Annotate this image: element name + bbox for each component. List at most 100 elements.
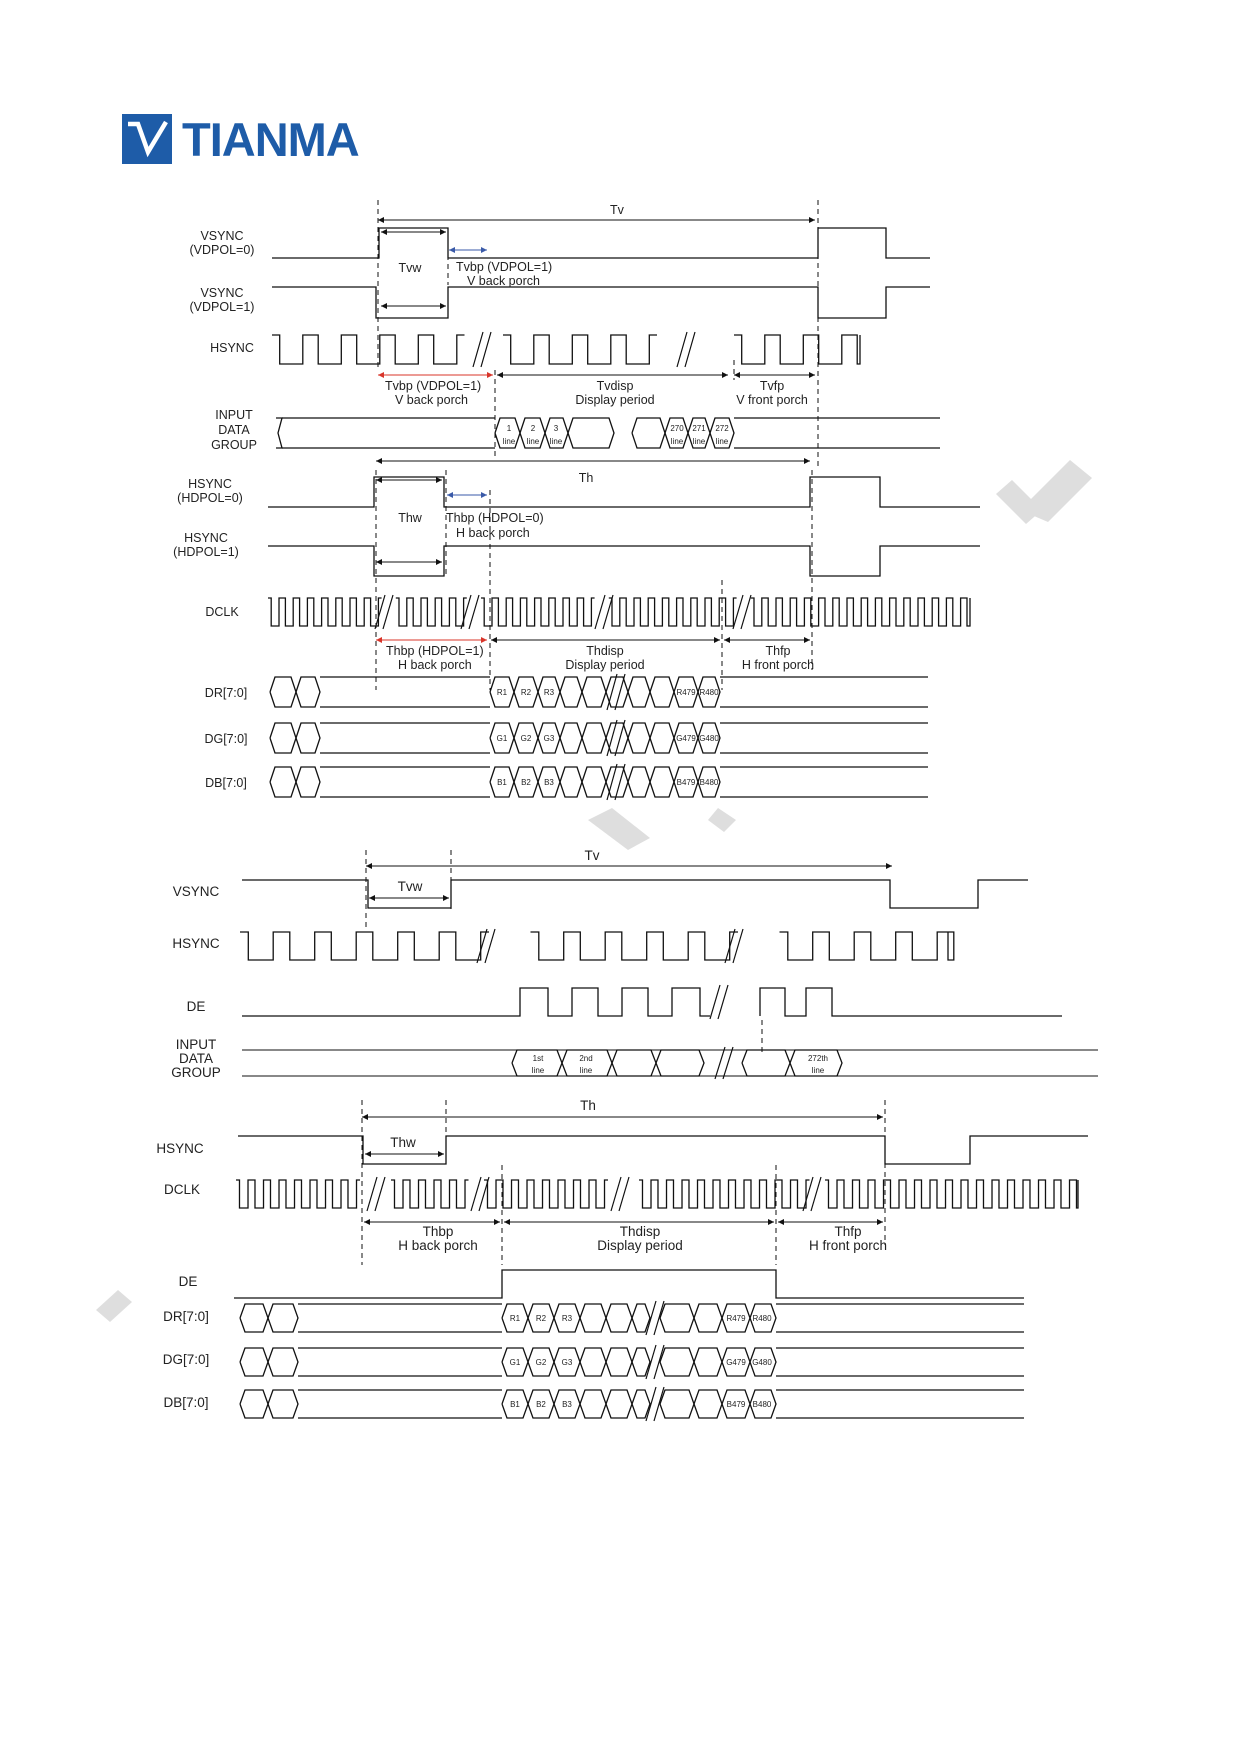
arrow-head <box>436 559 442 565</box>
arrow-head <box>809 217 815 223</box>
dclk-waveform <box>608 597 737 627</box>
signal-label-hsync-hdpol1: (HDPOL=1) <box>173 545 239 559</box>
hsync-waveform <box>503 334 657 365</box>
arrow-head <box>376 559 382 565</box>
vsync-vdpol0-waveform <box>272 227 930 259</box>
pixel-cell-label: R479 <box>676 688 696 697</box>
hsync-waveform <box>272 334 465 365</box>
arrow-head <box>436 477 442 483</box>
line-cell-label: 2 <box>531 424 536 433</box>
dclk-waveform <box>391 1179 469 1209</box>
break-mark <box>614 673 626 711</box>
arrow-head <box>504 1219 510 1225</box>
watermark-marks <box>96 460 1092 1322</box>
arrow-head <box>714 637 720 643</box>
annotation-thbp: H back porch <box>398 658 472 672</box>
signal-label-dclk: DCLK <box>205 605 239 619</box>
pixel-cell-label: R2 <box>521 688 532 697</box>
annotation-tvw: Tvw <box>399 261 423 275</box>
dclk-waveform <box>268 597 382 627</box>
pixel-cell-label: B1 <box>510 1400 520 1409</box>
vsync-vdpol1-waveform <box>272 286 930 319</box>
dr-bus-cell <box>693 1303 723 1333</box>
line-cell-label: line <box>527 437 540 446</box>
dg-bus-cell <box>581 722 607 754</box>
input-data-cell <box>631 417 666 449</box>
dr-bus-cell <box>579 1303 607 1333</box>
signal-label-vsync-vdpol0: (VDPOL=0) <box>190 243 255 257</box>
break-mark <box>645 1300 657 1336</box>
signal-label-db: DB[7:0] <box>205 776 247 790</box>
break-mark <box>366 1176 378 1212</box>
arrow-head <box>877 1219 883 1225</box>
line-cell-label: 2nd <box>579 1054 592 1063</box>
break-mark <box>606 763 618 801</box>
annotation-thbp: Thbp (HDPOL=0) <box>446 511 544 525</box>
annotation-thdisp: Thdisp <box>586 644 624 658</box>
break-mark <box>732 928 744 964</box>
break-mark <box>740 594 752 630</box>
break-mark <box>645 1386 657 1422</box>
dg-bus-cell <box>559 722 583 754</box>
pixel-cell-label: G1 <box>497 734 508 743</box>
tianma-logo: TIANMA <box>122 113 382 166</box>
pixel-cell-label: B1 <box>497 778 507 787</box>
pixel-cell-label: R480 <box>752 1314 772 1323</box>
annotation-tvbp: V back porch <box>467 274 540 288</box>
db-bus-cell <box>239 1389 269 1419</box>
dclk-waveform <box>236 1179 360 1209</box>
hsync-hdpol0-waveform <box>268 476 980 508</box>
break-mark <box>684 331 696 368</box>
dclk-waveform <box>484 1179 608 1209</box>
signal-label-vsync-vdpol1: (VDPOL=1) <box>190 300 255 314</box>
brand-name: TIANMA <box>182 113 360 166</box>
annotation-tvdisp: Tvdisp <box>597 379 634 393</box>
pixel-cell-label: B480 <box>700 778 719 787</box>
dr-bus-cell <box>269 676 297 708</box>
dclk-waveform <box>825 1179 1079 1209</box>
break-mark <box>614 719 626 757</box>
dr-bus-cell <box>659 1303 695 1333</box>
dclk-waveform <box>639 1179 810 1209</box>
pixel-cell-label: G1 <box>510 1358 521 1367</box>
arrow-head <box>494 1219 500 1225</box>
pixel-cell-label: R1 <box>510 1314 521 1323</box>
dr-bus-cell <box>239 1303 269 1333</box>
line-cell-label: line <box>580 1066 593 1075</box>
dr-bus-cell <box>581 676 607 708</box>
arrow-head <box>481 247 487 253</box>
annotation-thbp: H back porch <box>398 1238 478 1253</box>
dr-bus-cell <box>295 676 321 708</box>
dr-bus-cell <box>631 1303 651 1333</box>
break-mark <box>618 1176 630 1212</box>
arrow-head <box>481 492 487 498</box>
annotation-tv: Tv <box>585 848 600 863</box>
input-data-cell <box>741 1049 791 1077</box>
annotation-thfp: H front porch <box>742 658 814 672</box>
arrow-head <box>804 637 810 643</box>
pixel-cell-label: B480 <box>753 1400 772 1409</box>
line-cell-label: 1st <box>533 1054 544 1063</box>
annotation-tvbp: Tvbp (VDPOL=1) <box>456 260 552 274</box>
line-cell-label: line <box>550 437 563 446</box>
annotation-thw: Thw <box>398 511 423 525</box>
arrow-head <box>364 1219 370 1225</box>
signal-label-vsync: VSYNC <box>173 884 220 899</box>
line-cell-label: line <box>532 1066 545 1075</box>
de-waveform <box>234 1269 1024 1299</box>
line-cell-label: line <box>812 1066 825 1075</box>
hsync-waveform <box>240 931 489 961</box>
signal-label-dr: DR[7:0] <box>205 686 247 700</box>
arrow-head <box>497 372 503 378</box>
db-bus-cell <box>749 1389 777 1419</box>
arrow-head <box>378 217 384 223</box>
annotation-thbp: H back porch <box>456 526 530 540</box>
break-mark <box>717 984 729 1020</box>
line-cell-label: line <box>503 437 516 446</box>
dclk-waveform <box>481 597 595 627</box>
dg-bus-cell <box>239 1347 269 1377</box>
break-mark <box>709 984 721 1020</box>
signal-label-hsync-hdpol0: (HDPOL=0) <box>177 491 243 505</box>
pixel-cell-label: B479 <box>677 778 696 787</box>
pixel-cell-label: B3 <box>544 778 554 787</box>
